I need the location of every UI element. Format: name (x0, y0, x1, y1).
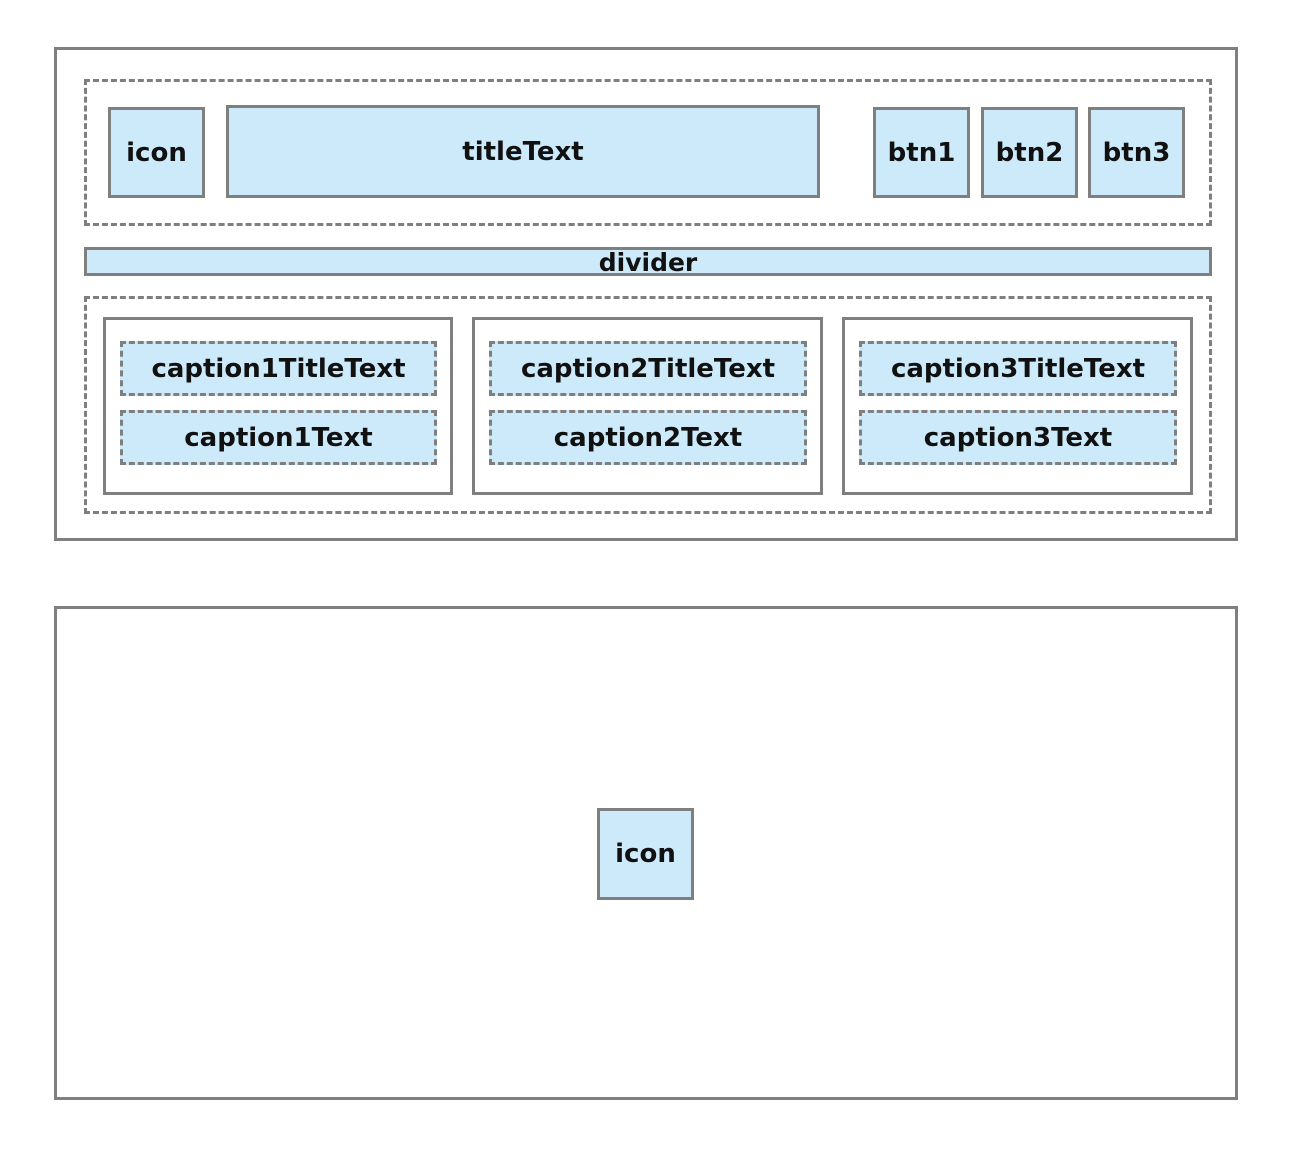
divider-label: divider (598, 248, 698, 277)
btn2-label: btn2 (995, 137, 1064, 168)
center-icon-label: icon (615, 839, 676, 869)
btn3-label: btn3 (1102, 137, 1171, 168)
header-row (84, 79, 1212, 226)
captions-row (84, 296, 1212, 514)
caption2-text-placeholder: caption2Text (489, 410, 807, 465)
caption2-card (472, 317, 823, 495)
icon-placeholder: icon (108, 107, 205, 198)
caption1-text-label: caption1Text (184, 422, 373, 453)
title-text-placeholder: titleText (226, 105, 820, 198)
btn1-placeholder: btn1 (873, 107, 970, 198)
caption2-text-label: caption2Text (553, 422, 743, 453)
btn1-label: btn1 (887, 137, 956, 168)
btn2-placeholder: btn2 (981, 107, 1078, 198)
caption2-title-label: caption2TitleText (520, 353, 776, 384)
caption3-text-label: caption3Text (923, 422, 1113, 453)
caption2-title-placeholder: caption2TitleText (489, 341, 807, 396)
btn3-placeholder: btn3 (1088, 107, 1185, 198)
center-icon-placeholder: icon (597, 808, 694, 900)
icon-label: icon (126, 137, 187, 168)
caption3-card (842, 317, 1193, 495)
title-label: titleText (462, 136, 584, 167)
caption3-title-label: caption3TitleText (890, 353, 1146, 384)
caption3-text-placeholder: caption3Text (859, 410, 1177, 465)
caption1-card (103, 317, 453, 495)
caption1-title-placeholder: caption1TitleText (120, 341, 437, 396)
caption3-title-placeholder: caption3TitleText (859, 341, 1177, 396)
divider-placeholder: divider (84, 247, 1212, 276)
caption1-text-placeholder: caption1Text (120, 410, 437, 465)
caption1-title-label: caption1TitleText (151, 353, 406, 384)
